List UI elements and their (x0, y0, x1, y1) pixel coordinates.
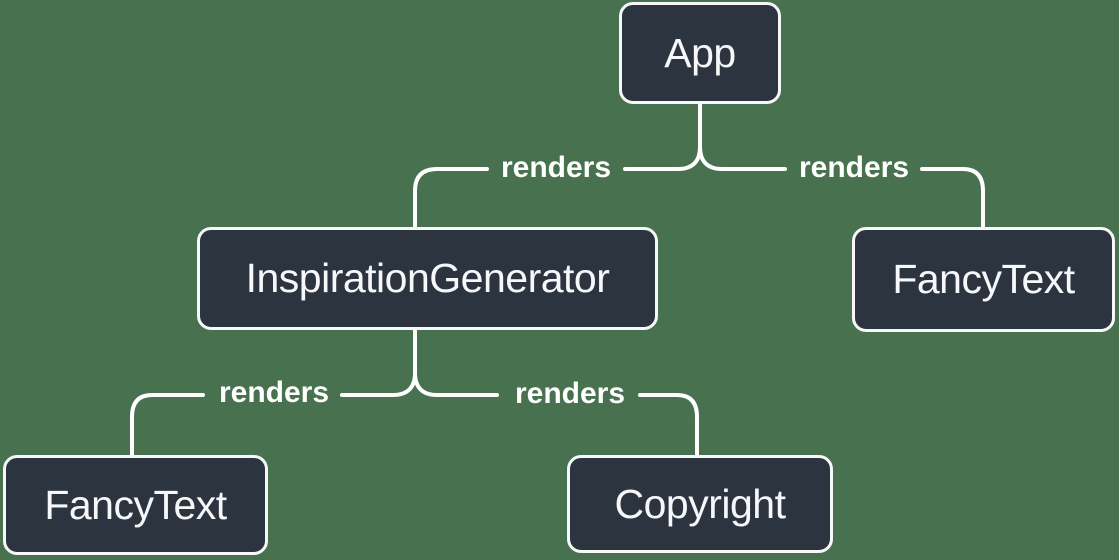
edge-app-flare-right (698, 145, 787, 171)
node-fancy-text-top-right: FancyText (852, 227, 1115, 332)
node-fancy-text-bottom-left: FancyText (3, 455, 268, 555)
node-copyright-label: Copyright (614, 480, 786, 527)
edge-inspirationgenerator-to-copyright (638, 393, 699, 457)
edge-app-flare-left (623, 145, 702, 171)
node-fancy-text-bottom-left-label: FancyText (44, 481, 227, 528)
node-app: App (619, 2, 781, 104)
node-inspiration-generator: InspirationGenerator (197, 227, 658, 330)
edge-label-inspirationgenerator-fancytext: renders (218, 376, 330, 409)
edge-label-app-fancytext: renders (798, 151, 910, 184)
node-inspiration-generator-label: InspirationGenerator (245, 255, 610, 301)
edge-inspirationgenerator-to-fancytext (130, 393, 205, 457)
edge-label-app-inspirationgenerator: renders (500, 151, 612, 184)
node-app-label: App (664, 29, 736, 76)
edge-inspirationgenerator-flare-right (413, 371, 499, 397)
edge-inspirationgenerator-flare-left (340, 371, 417, 397)
edge-label-inspirationgenerator-copyright: renders (514, 377, 626, 410)
node-copyright: Copyright (567, 455, 833, 553)
edge-app-to-inspirationgenerator (413, 167, 489, 229)
edge-app-to-fancytext (920, 167, 985, 229)
node-fancy-text-top-right-label: FancyText (892, 256, 1075, 302)
